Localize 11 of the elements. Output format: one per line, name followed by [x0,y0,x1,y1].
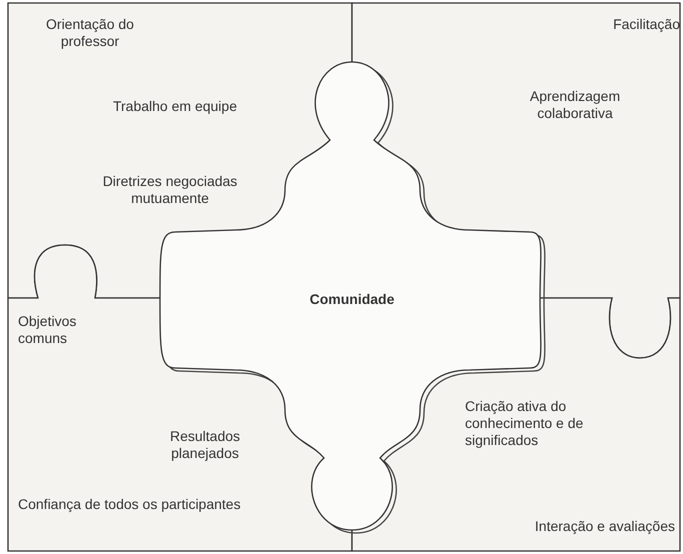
piece-label: Facilitação [612,16,680,33]
piece-label: Confiança de todos os participantes [18,496,242,513]
piece-label: Aprendizagem colaborativa [528,88,622,122]
center-title: Comunidade [308,291,396,308]
piece-label: Interação e avaliações [534,518,675,535]
piece-label: Trabalho em equipe [112,98,238,115]
piece-label: Orientação do professor [45,16,135,50]
piece-label: Objetivos comuns [18,313,78,347]
piece-label: Criação ativa do conhecimento e de significados [465,398,584,449]
piece-label: Diretrizes negociadas mutuamente [102,173,238,207]
piece-label: Resultados planejados [168,428,242,462]
